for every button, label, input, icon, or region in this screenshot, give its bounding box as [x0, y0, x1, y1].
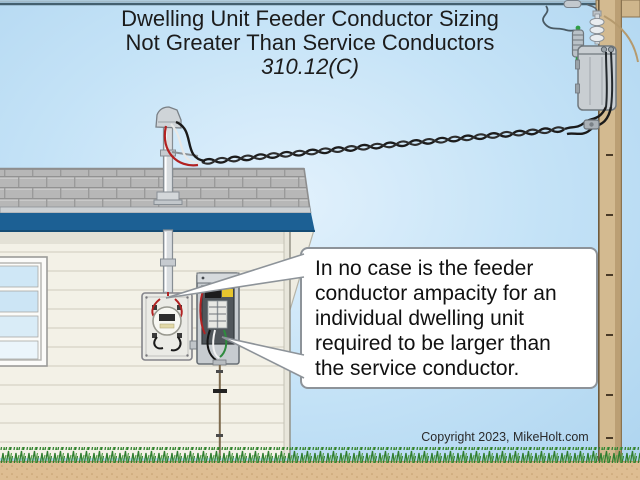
drip-edge	[0, 206, 312, 214]
meter-socket	[141, 292, 200, 361]
main-breaker	[205, 289, 221, 298]
drop-attachment	[564, 106, 613, 136]
callout-line: the service conductor.	[315, 357, 520, 380]
grass	[0, 447, 640, 463]
service-drop-triplex	[201, 126, 566, 165]
blue-fascia	[0, 213, 315, 232]
corner-trim	[284, 230, 290, 458]
panel-label	[222, 289, 233, 297]
page-title: Dwelling Unit Feeder Conductor Sizing No…	[10, 7, 610, 79]
callout-line: conductor ampacity for an	[315, 282, 557, 305]
grounding-electrode-conductor	[213, 365, 227, 460]
weatherhead	[155, 106, 182, 129]
copyright-notice: Copyright 2023, MikeHolt.com	[421, 430, 589, 444]
callout-line: In no case is the feeder	[315, 257, 534, 280]
cutout-insulator	[586, 3, 605, 45]
title-line-2: Not Greater Than Service Conductors	[125, 30, 495, 55]
roof-flashing	[153, 191, 183, 205]
roof-shingles	[0, 167, 311, 211]
title-code-reference: 310.12(C)	[261, 54, 359, 79]
dirt	[0, 461, 640, 480]
title-line-1: Dwelling Unit Feeder Conductor Sizing	[121, 6, 499, 31]
drip-loop-wires	[163, 120, 206, 167]
transformer	[575, 45, 617, 111]
window	[0, 256, 48, 367]
callout-line: required to be larger than	[315, 332, 551, 355]
mast-coupling	[160, 258, 176, 267]
panelboard	[196, 272, 240, 366]
callout-line: individual dwelling unit	[315, 307, 524, 330]
callout-box: In no case is the feeder conductor ampac…	[300, 247, 598, 389]
